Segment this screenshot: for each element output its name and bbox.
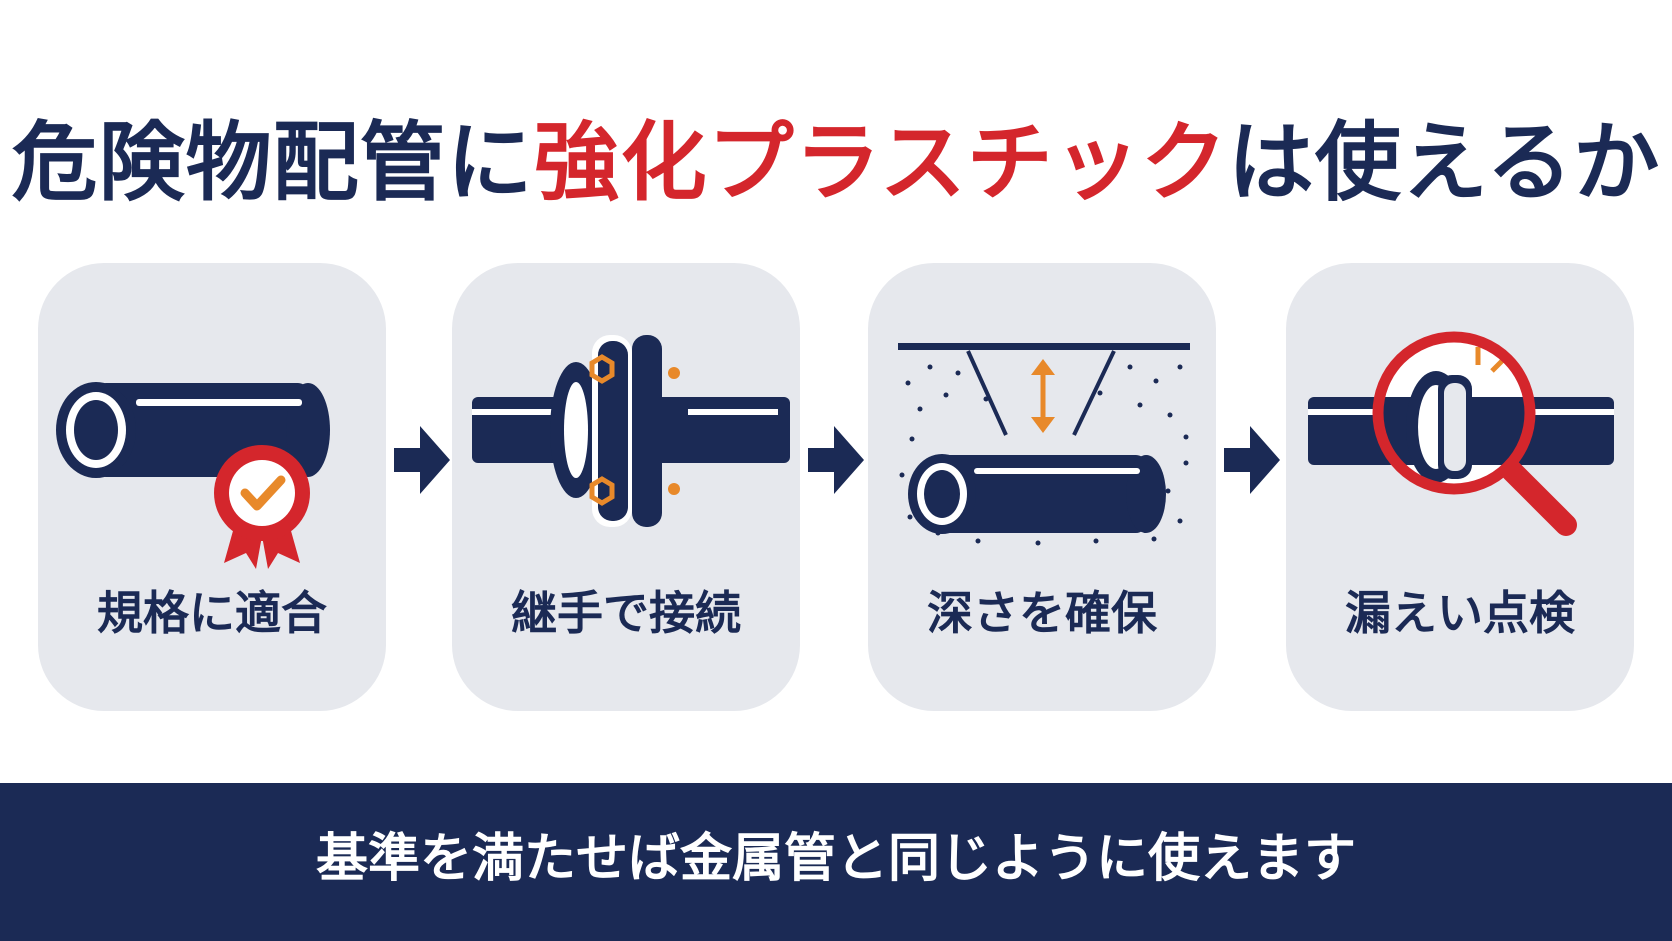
step-card-inspection: 漏えい点検 xyxy=(1286,263,1634,711)
pipe-flange-joint-icon xyxy=(472,335,790,527)
step-label: 深さを確保 xyxy=(927,586,1157,640)
step-label: 漏えい点検 xyxy=(1345,586,1575,640)
leak-inspection-magnifier-icon xyxy=(1308,331,1614,536)
step-label: 継手で接続 xyxy=(511,586,741,640)
arrow-right-icon xyxy=(1224,426,1280,494)
buried-pipe-depth-icon xyxy=(898,343,1190,546)
conclusion-banner: 基準を満たせば金属管と同じように使えます xyxy=(0,783,1672,941)
step-card-joint: 継手で接続 xyxy=(452,263,800,711)
step-card-standard: 規格に適合 xyxy=(38,263,386,711)
arrow-right-icon xyxy=(394,426,450,494)
pipe-certified-badge-icon xyxy=(56,382,330,569)
arrow-right-icon xyxy=(808,426,864,494)
title-part-1: 危険物配管に xyxy=(11,113,534,213)
title-part-3: は使えるか xyxy=(1227,113,1661,213)
step-card-depth: 深さを確保 xyxy=(868,263,1216,711)
page-title: 危険物配管に強化プラスチックは使えるか xyxy=(0,108,1672,218)
conclusion-message: 基準を満たせば金属管と同じように使えます xyxy=(315,829,1356,889)
step-label: 規格に適合 xyxy=(97,586,327,640)
title-part-highlight: 強化プラスチック xyxy=(533,113,1228,213)
